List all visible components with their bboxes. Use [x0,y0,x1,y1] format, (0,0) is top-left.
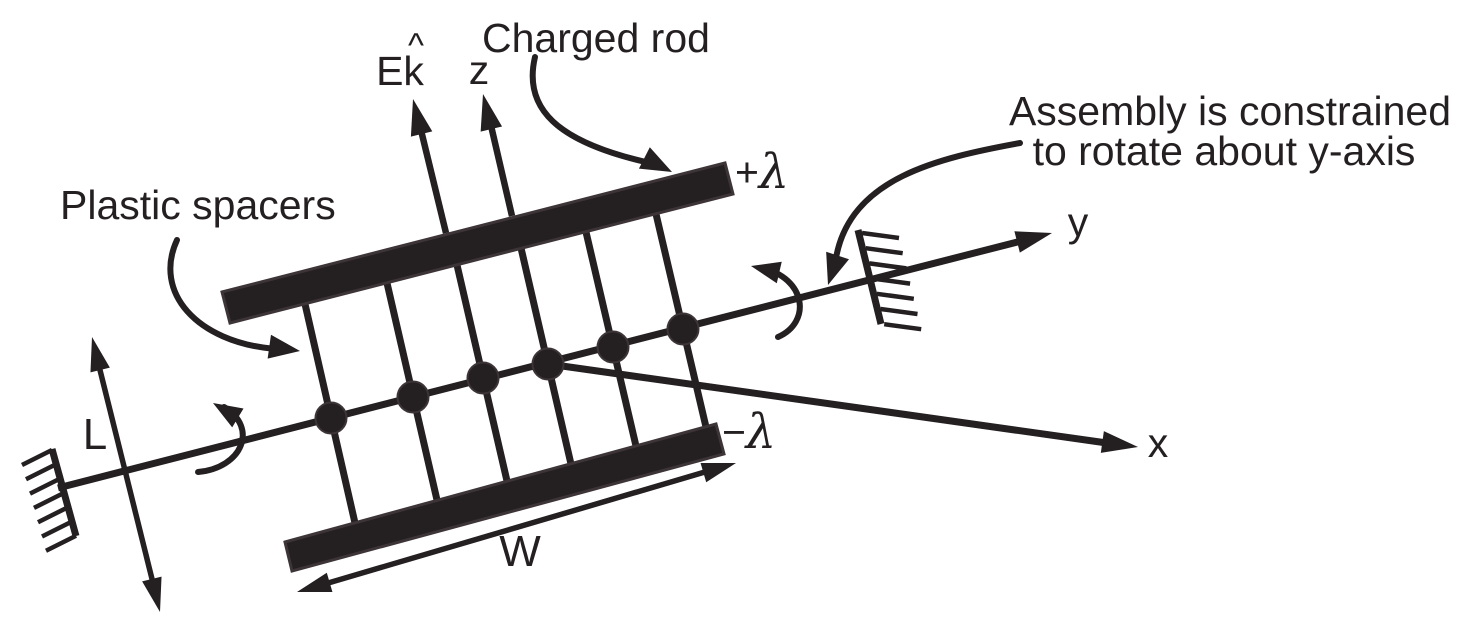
x-axis-arrowhead [1100,431,1138,453]
charged-rod-label: Charged rod [482,15,710,61]
spacer-bead [666,312,700,346]
charged-rod-leader-arrowhead [638,147,672,172]
right-anchor-hatch-mark [865,245,904,256]
left-anchor-hatch-mark [40,519,74,539]
x-axis-label: x [1148,420,1169,466]
e-field-arrowhead [410,99,433,137]
assembly-note-line2: to rotate about y-axis [1033,128,1416,174]
top-rod-charge-lambda: λ [757,144,789,200]
right-anchor-wall-line [854,229,885,325]
z-axis-arrowhead [480,94,503,132]
charged-rod-leader [529,54,653,166]
right-anchor-hatch-mark [861,230,900,241]
plastic-spacers-leader-arrowhead [267,334,300,359]
right-anchor-hatch-mark [869,261,907,271]
right-anchor-hatch-mark [876,291,915,302]
spacer-bead [396,380,430,414]
rotation-arrow-right-arrowhead [751,261,782,284]
right-anchor-hatch-mark [883,321,922,332]
width-dim-line [317,466,716,589]
top-rod-charge-sign: + [735,149,759,195]
plastic-spacers-leader [167,237,278,352]
e-field-label: Ek [376,48,424,94]
spacer-bead [314,401,348,435]
z-axis-label: z [469,47,490,93]
rotation-arrow-left-arrowhead [213,403,244,428]
left-anchor-hatch-mark [32,490,66,510]
assembly-leader-arrowhead [826,251,849,285]
left-anchor-hatch-mark [36,505,70,525]
length-dim-line [94,357,158,592]
bottom-charged-rod [283,422,726,573]
e-field-hat-accent: ^ [408,27,424,65]
spacer-bead [596,330,630,364]
spacer-bead [531,347,565,381]
plastic-spacers-label: Plastic spacers [60,182,336,228]
width-dim-arrowhead-right [700,463,736,483]
left-anchor-hatch-mark [44,533,78,553]
z-axis-line [485,116,516,217]
bottom-rod-charge-lambda: λ [744,404,776,460]
x-axis-line [547,360,1115,448]
left-anchor-hatch-mark [24,462,58,482]
bottom-rod-charge-sign: − [722,409,746,455]
length-dim-arrowhead-bottom [142,576,162,612]
e-field-line [415,121,450,234]
assembly-note-line1: Assembly is constrained [1009,88,1451,134]
y-axis-label: y [1068,199,1089,245]
right-anchor-hatch-mark [880,306,918,317]
left-anchor-hatch-mark [20,447,54,468]
length-dim-arrowhead-top [90,337,110,373]
assembly-leader [833,140,1023,261]
length-dim-label: L [83,410,107,459]
top-charged-rod [220,161,735,325]
width-dim-label: W [499,527,541,576]
left-anchor-hatch-mark [28,476,62,496]
spacer-bead [466,361,500,395]
right-anchor-hatch-mark [872,276,911,286]
diagram-artwork [20,54,1138,612]
width-dim-arrowhead-left [297,572,333,592]
y-axis-arrowhead [1014,231,1052,253]
